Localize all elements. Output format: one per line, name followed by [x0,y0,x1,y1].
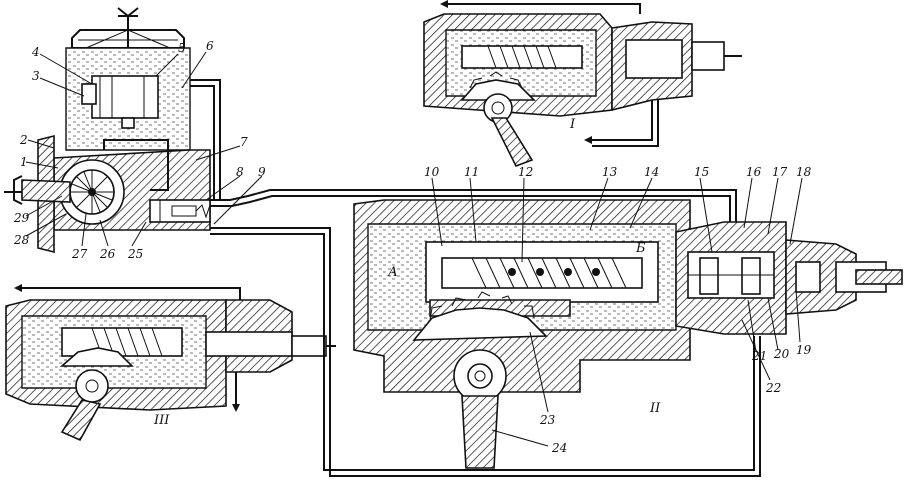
label-19: 19 [796,343,812,357]
label-23: 23 [539,413,556,427]
label-4: 4 [31,45,40,59]
chamber-label-b: Б [635,241,646,256]
label-7: 7 [240,135,248,149]
label-15: 15 [694,165,709,179]
label-11: 11 [464,165,479,179]
label-1: 1 [20,155,28,169]
view-three-steering-gear [5,299,336,442]
label-13: 13 [602,165,618,179]
view-label-ii: II [649,401,661,416]
label-24: 24 [551,441,567,455]
label-21: 21 [751,349,767,363]
chamber-label-a: А [387,265,398,280]
label-18: 18 [796,165,812,179]
label-22: 22 [765,381,781,395]
part-labels: 1 2 3 4 5 6 7 8 9 10 11 12 13 14 15 16 1… [13,39,812,455]
pump-reservoir [4,7,211,254]
label-3: 3 [32,69,40,83]
label-28: 28 [13,233,30,247]
view-two-steering-gear [353,199,903,469]
label-8: 8 [236,165,244,179]
hydraulic-lines [14,0,761,477]
label-2: 2 [19,133,28,147]
label-20: 20 [773,347,790,361]
view-label-i: I [569,117,576,132]
label-6: 6 [206,39,214,53]
label-27: 27 [71,247,88,261]
label-16: 16 [746,165,762,179]
label-5: 5 [178,41,186,55]
label-17: 17 [772,165,788,179]
label-9: 9 [258,165,266,179]
label-29: 29 [13,211,30,225]
view-label-iii: III [153,413,170,428]
label-10: 10 [424,165,440,179]
view-one-steering-gear [423,13,742,168]
label-25: 25 [127,247,143,261]
label-14: 14 [644,165,659,179]
leader-lines [25,51,803,447]
label-26: 26 [99,247,116,261]
label-12: 12 [518,165,533,179]
